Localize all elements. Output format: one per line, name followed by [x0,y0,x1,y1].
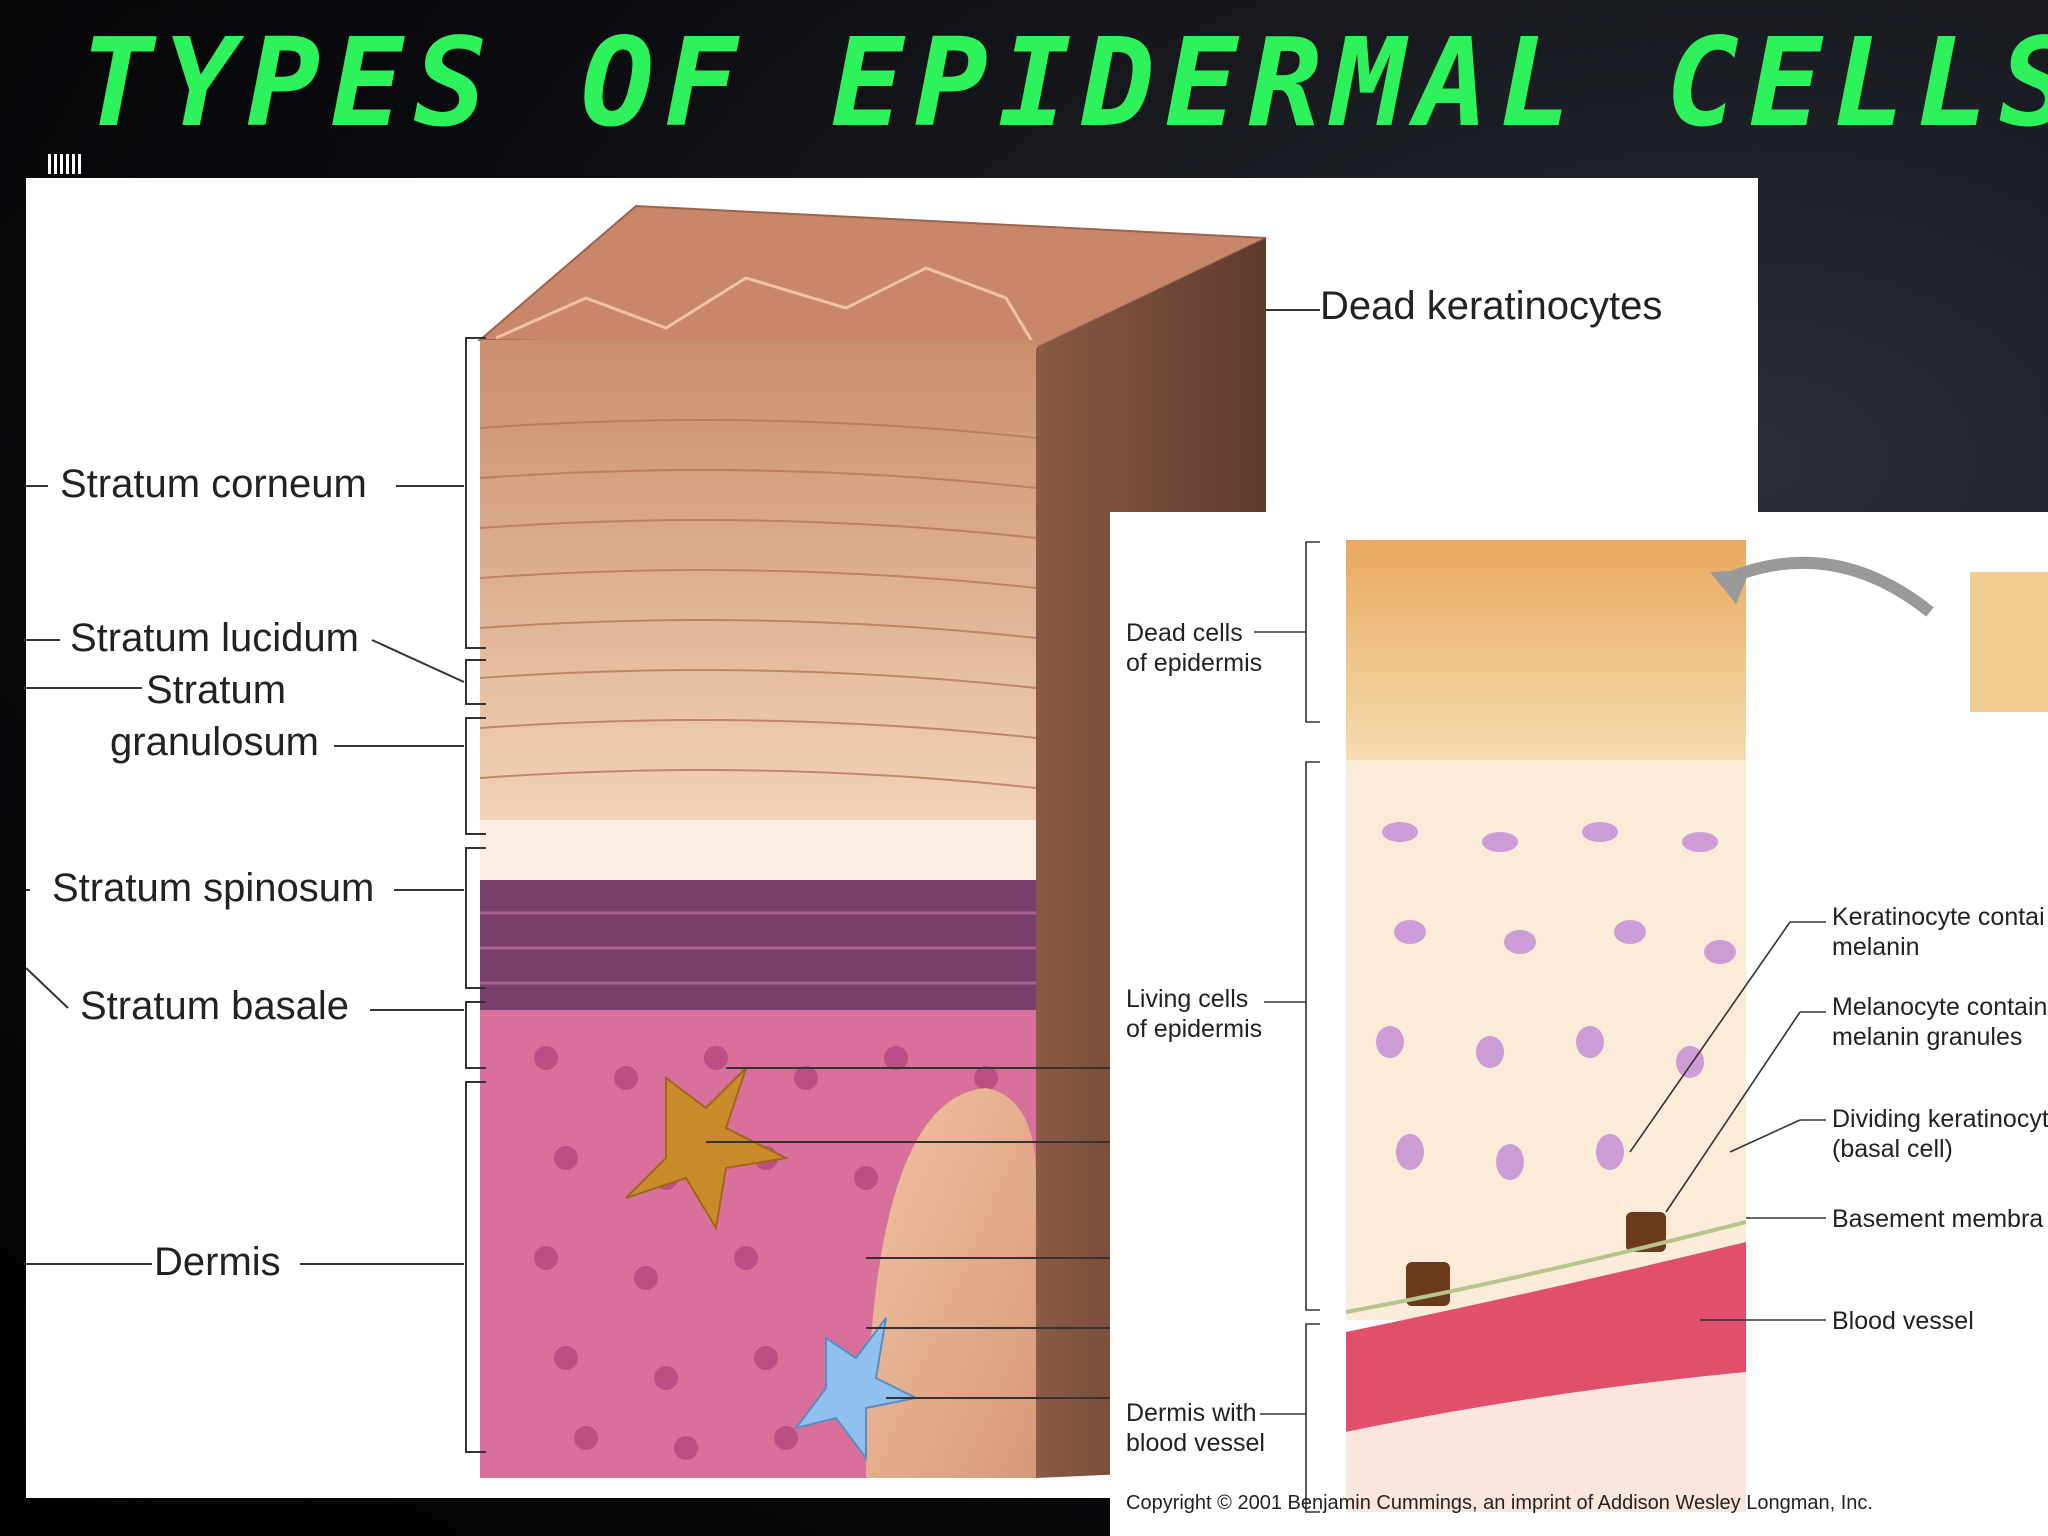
skin-block-illustration [26,204,1320,1478]
label-dividing-line2: (basal cell) [1832,1135,1953,1163]
label-keratinocyte-melanin-line2: melanin [1832,933,1920,961]
label-dead-cells-line2: of epidermis [1126,649,1263,677]
label-living-cells: Living cells of epidermis [1126,984,1262,1044]
dead-cells-layer [1346,540,1746,760]
label-dermis-vessel-line2: blood vessel [1126,1429,1265,1457]
basement-membrane-line [1345,1220,1747,1314]
label-melanocyte-line1: Melanocyte contain [1832,993,2048,1021]
label-stratum-basale: Stratum basale [80,984,350,1028]
living-cells-layer [1346,760,1746,1320]
copyright-notice: Copyright © 2001 Benjamin Cummings, an i… [1126,1492,1873,1514]
label-dermis: Dermis [154,1240,281,1284]
label-stratum-granulosum-1: Stratum [146,668,287,712]
skin-cells-figure: Dead cells of epidermis Living cells of … [1110,512,2048,1536]
label-keratinocyte-melanin: Keratinocyte contai melanin [1832,902,2045,962]
label-basement-membrane: Basement membra [1832,1205,2044,1233]
label-dermis-vessel-line1: Dermis with [1126,1399,1257,1427]
skin-block-thumbnail [1970,572,2048,712]
title-decoration [48,154,82,174]
skin-cells-illustration [1254,540,2048,1513]
label-stratum-spinosum: Stratum spinosum [52,866,375,910]
label-living-cells-line2: of epidermis [1126,1015,1263,1043]
label-dead-cells: Dead cells of epidermis [1126,618,1262,678]
slide-title: TYPES OF EPIDERMAL CELLS [80,12,2048,154]
stratum-granulosum-layer [480,880,1036,1010]
label-stratum-granulosum-2: granulosum [110,720,320,764]
langerhans-cell [793,1317,920,1461]
label-dividing-line1: Dividing keratinocyt [1832,1105,2048,1133]
label-living-cells-line1: Living cells [1126,985,1249,1013]
label-blood-vessel: Blood vessel [1832,1307,1974,1335]
label-stratum-corneum: Stratum corneum [60,462,367,506]
label-stratum-lucidum: Stratum lucidum [70,616,359,660]
melanocyte-dark-2 [1626,1212,1666,1252]
label-dermis-vessel: Dermis with blood vessel [1126,1398,1265,1458]
label-melanocyte: Melanocyte contain melanin granules [1832,992,2047,1052]
label-melanocyte-line2: melanin granules [1832,1023,2023,1051]
label-dead-cells-line1: Dead cells [1126,619,1243,647]
dermal-papilla [866,1088,1036,1478]
label-keratinocyte-melanin-line1: Keratinocyte contai [1832,903,2045,931]
stratum-lucidum-layer [480,820,1036,880]
label-dead-keratinocytes: Dead keratinocytes [1320,284,1663,328]
label-dividing-keratinocyte: Dividing keratinocyt (basal cell) [1832,1104,2048,1164]
melanocyte-cell [625,1067,790,1231]
pointer-arrow [1717,556,1934,617]
blood-vessel-shape [1346,1242,1746,1432]
